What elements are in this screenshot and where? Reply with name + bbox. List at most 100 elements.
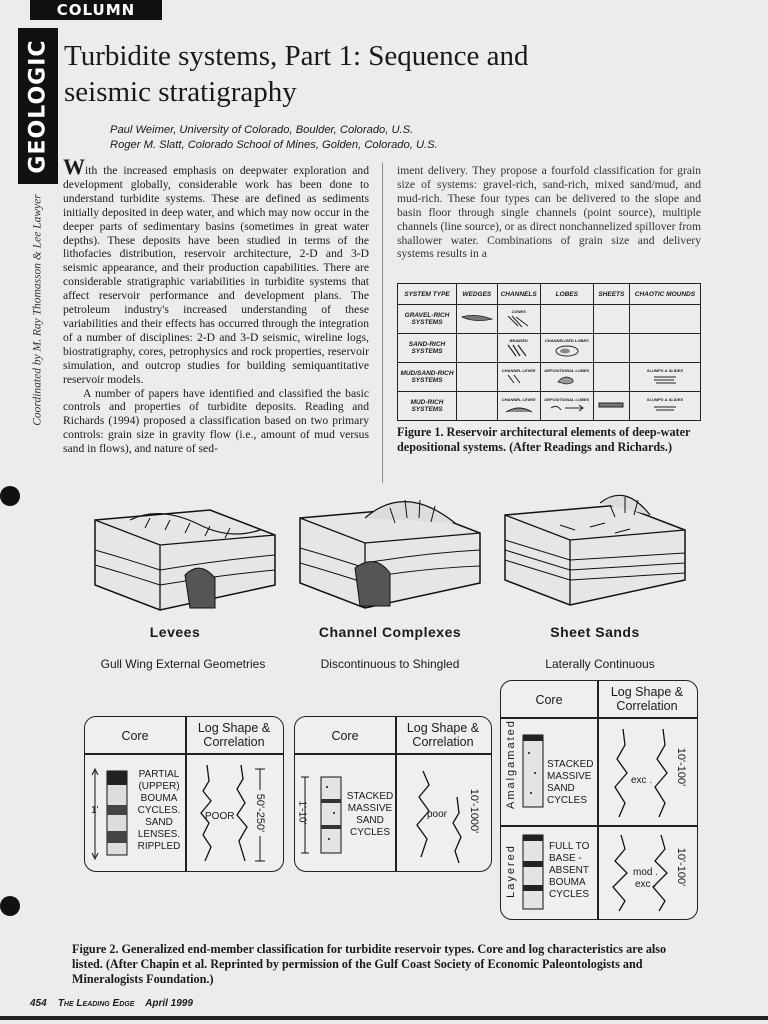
column-banner: COLUMN: [30, 0, 162, 20]
sheet-log-quality-2a: mod .: [633, 867, 659, 878]
lobe-icon: [555, 345, 579, 356]
section-tab: GEOLOGIC: [18, 28, 58, 184]
desc-line: BOUMA: [549, 877, 586, 888]
channels-cell: BRAIDED: [496, 333, 541, 363]
lobes-cell: DEPOSITIONAL LOBES: [539, 391, 594, 421]
desc-line: SAND: [547, 783, 575, 794]
sheet-log-curves-1: [614, 728, 668, 818]
channel-log-curves: [416, 770, 462, 864]
empty-cell: [628, 333, 702, 363]
empty-cell: [592, 362, 630, 392]
desc-line: RIPPLED: [137, 841, 181, 852]
col-header-sheets: SHEETS: [592, 283, 630, 305]
core-column-icon: [522, 734, 544, 808]
core-scale-label: 1': [91, 805, 99, 816]
amalgamated-label: Amalgamated: [505, 719, 517, 809]
col-header-lobes: LOBES: [539, 283, 594, 305]
cell-label: DEPOSITIONAL LOBES: [544, 367, 590, 373]
cell-label: BRAIDED: [509, 337, 528, 343]
table-row: MUD-RICH SYSTEMS CHANNEL LEVEE DEPOSITIO…: [397, 391, 702, 421]
empty-cell: [539, 304, 594, 334]
channel-range-label: 10'-1000': [468, 788, 480, 834]
core-column-icon: [522, 834, 544, 910]
levee-log-curves: [200, 764, 248, 862]
slump-icon: [653, 406, 676, 410]
empty-cell: [456, 362, 498, 392]
layered-label: Layered: [505, 844, 517, 898]
channels-cell: CHANNEL LEVEE: [496, 391, 541, 421]
row-label-mud: MUD-RICH SYSTEMS: [397, 391, 457, 421]
cell-label: SLUMPS & SLIDES: [646, 367, 684, 373]
sheet-core-description-2: FULL TO BASE - ABSENT BOUMA CYCLES: [549, 841, 597, 901]
desc-line: MASSIVE: [547, 771, 592, 782]
empty-cell: [592, 304, 630, 334]
paragraph-1-text: ith the increased emphasis on deepwater …: [63, 164, 369, 386]
desc-line: PARTIAL: [138, 769, 180, 780]
binder-hole: [0, 486, 20, 506]
journal-name: The Leading Edge: [57, 998, 135, 1009]
core-header: Core: [121, 729, 149, 743]
box-divider: [185, 717, 187, 871]
channels-cell: CHANNEL LEVEE: [496, 362, 541, 392]
drop-cap: W: [63, 154, 85, 179]
table-row: MUD/SAND-RICH SYSTEMS CHANNEL LEVEE DEPO…: [397, 362, 702, 392]
sheet-range-wrap-2: 10'-100': [661, 848, 701, 886]
column-divider: [382, 163, 383, 483]
desc-line: MASSIVE: [347, 803, 393, 814]
cell-label: CONES: [511, 308, 526, 314]
channel-core-description: STACKED MASSIVE SAND CYCLES: [345, 791, 395, 839]
core-header: Core: [535, 693, 563, 707]
title-line-1: Turbidite systems, Part 1: Sequence and: [64, 40, 529, 72]
core-header: Core: [331, 729, 359, 743]
log-header: Log Shape & Correlation: [406, 721, 480, 749]
sheet-icon: [598, 402, 624, 408]
cone-icon: [507, 315, 528, 327]
wedge-icon: [460, 315, 494, 321]
author-2: Roger M. Slatt, Colorado School of Mines…: [110, 139, 438, 151]
row-label-gravel: GRAVEL-RICH SYSTEMS: [397, 304, 457, 334]
core-column-icon: [91, 767, 128, 861]
cell-label: SLUMPS & SLIDES: [646, 396, 684, 402]
box-divider: [85, 753, 283, 755]
panel-subtitle-channel-complexes: Discontinuous to Shingled: [320, 657, 460, 671]
sheet-core-description-1: STACKED MASSIVE SAND CYCLES: [547, 759, 595, 807]
panel-title-sheet-sands: Sheet Sands: [550, 624, 640, 640]
desc-line: CYCLES.: [137, 805, 181, 816]
left-column: With the increased emphasis on deepwater…: [63, 156, 369, 456]
levee-core-description: PARTIAL (UPPER) BOUMA CYCLES. SAND LENSE…: [135, 769, 183, 853]
box-divider: [597, 681, 599, 919]
cell-label: CHANNELISED LOBES: [544, 337, 589, 343]
page-number: 454: [30, 998, 47, 1009]
box-divider: [395, 717, 397, 871]
slump-icon: [653, 376, 676, 383]
empty-cell: [456, 391, 498, 421]
channel-scale-wrap: 1'-10': [287, 801, 317, 825]
channel-complex-block-diagram: [299, 499, 481, 609]
figure-1-table: SYSTEM TYPE WEDGES CHANNELS LOBES SHEETS…: [397, 283, 702, 421]
article-title: Turbidite systems, Part 1: Sequence and …: [64, 38, 684, 110]
desc-line: CYCLES: [349, 827, 390, 838]
cell-label: CHANNEL LEVEE: [501, 367, 536, 373]
channel-log-quality: poor: [427, 809, 448, 820]
empty-cell: [456, 333, 498, 363]
sheet-log-quality-2b: exc .: [635, 879, 657, 890]
table-row: SAND-RICH SYSTEMS BRAIDED CHANNELISED LO…: [397, 333, 702, 363]
sheet-range-label-1: 10'-100': [675, 747, 687, 787]
levee-range-label: 50'-250': [254, 790, 266, 836]
lobes-cell: CHANNELISED LOBES: [539, 333, 594, 363]
log-header: Log Shape & Correlation: [610, 685, 684, 713]
panel-title-channel-complexes: Channel Complexes: [318, 624, 462, 640]
sheet-log-quality-1: exc .: [631, 775, 653, 786]
page-footer: 454 The Leading Edge April 1999: [30, 998, 193, 1009]
wedge-sketch: [456, 304, 498, 334]
table-header-row: SYSTEM TYPE WEDGES CHANNELS LOBES SHEETS…: [397, 283, 702, 305]
sheet-range-wrap-1: 10'-100': [661, 748, 701, 786]
issue-date: April 1999: [145, 998, 193, 1009]
col-header-wedges: WEDGES: [456, 283, 498, 305]
arrow-icon: [550, 404, 584, 411]
box-divider: [295, 753, 491, 755]
desc-line: BASE -: [549, 853, 582, 864]
sheet-log-curves-2: [612, 834, 668, 912]
levee-icon: [507, 374, 521, 383]
panel-title-levees: Levees: [149, 624, 201, 640]
